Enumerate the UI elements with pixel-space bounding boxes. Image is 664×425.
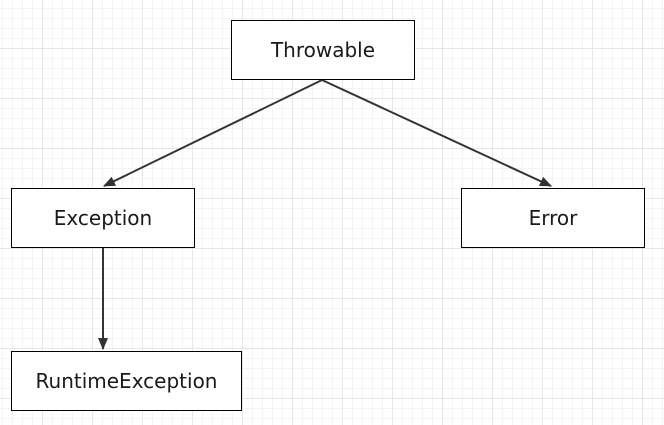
node-runtimeexception-label: RuntimeException bbox=[35, 369, 218, 393]
edge-throwable-to-error bbox=[321, 79, 552, 187]
node-exception-label: Exception bbox=[53, 206, 153, 230]
node-runtimeexception[interactable]: RuntimeException bbox=[11, 351, 242, 411]
node-throwable-label: Throwable bbox=[270, 38, 376, 62]
node-error[interactable]: Error bbox=[461, 188, 645, 248]
edge-throwable-to-exception bbox=[103, 79, 323, 187]
node-exception[interactable]: Exception bbox=[11, 188, 195, 248]
node-error-label: Error bbox=[528, 206, 578, 230]
node-throwable[interactable]: Throwable bbox=[231, 20, 415, 80]
